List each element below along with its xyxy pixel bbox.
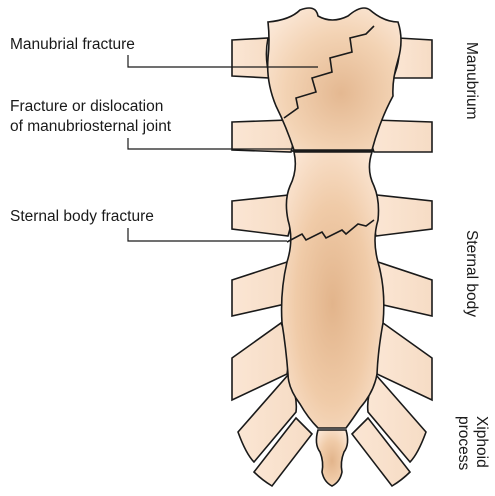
xiphoid-process-bone — [316, 430, 347, 486]
rib-3-right — [373, 195, 432, 236]
rib-1-left — [232, 38, 270, 78]
label-manubrial-fracture: Manubrial fracture — [10, 36, 135, 53]
label-sternal-body: Sternal body — [463, 230, 480, 317]
label-manubriosternal-line1: Fracture or dislocation — [10, 98, 163, 115]
label-xiphoid-line1: Xiphoid — [473, 416, 490, 468]
sternal-body-bone — [282, 152, 384, 428]
label-manubriosternal-line2: of manubriosternal joint — [10, 118, 172, 135]
rib-3-left — [232, 195, 292, 236]
label-manubrium: Manubrium — [463, 42, 480, 120]
label-sternal-body-fracture: Sternal body fracture — [10, 208, 154, 225]
label-xiphoid-line2: process — [455, 416, 472, 471]
